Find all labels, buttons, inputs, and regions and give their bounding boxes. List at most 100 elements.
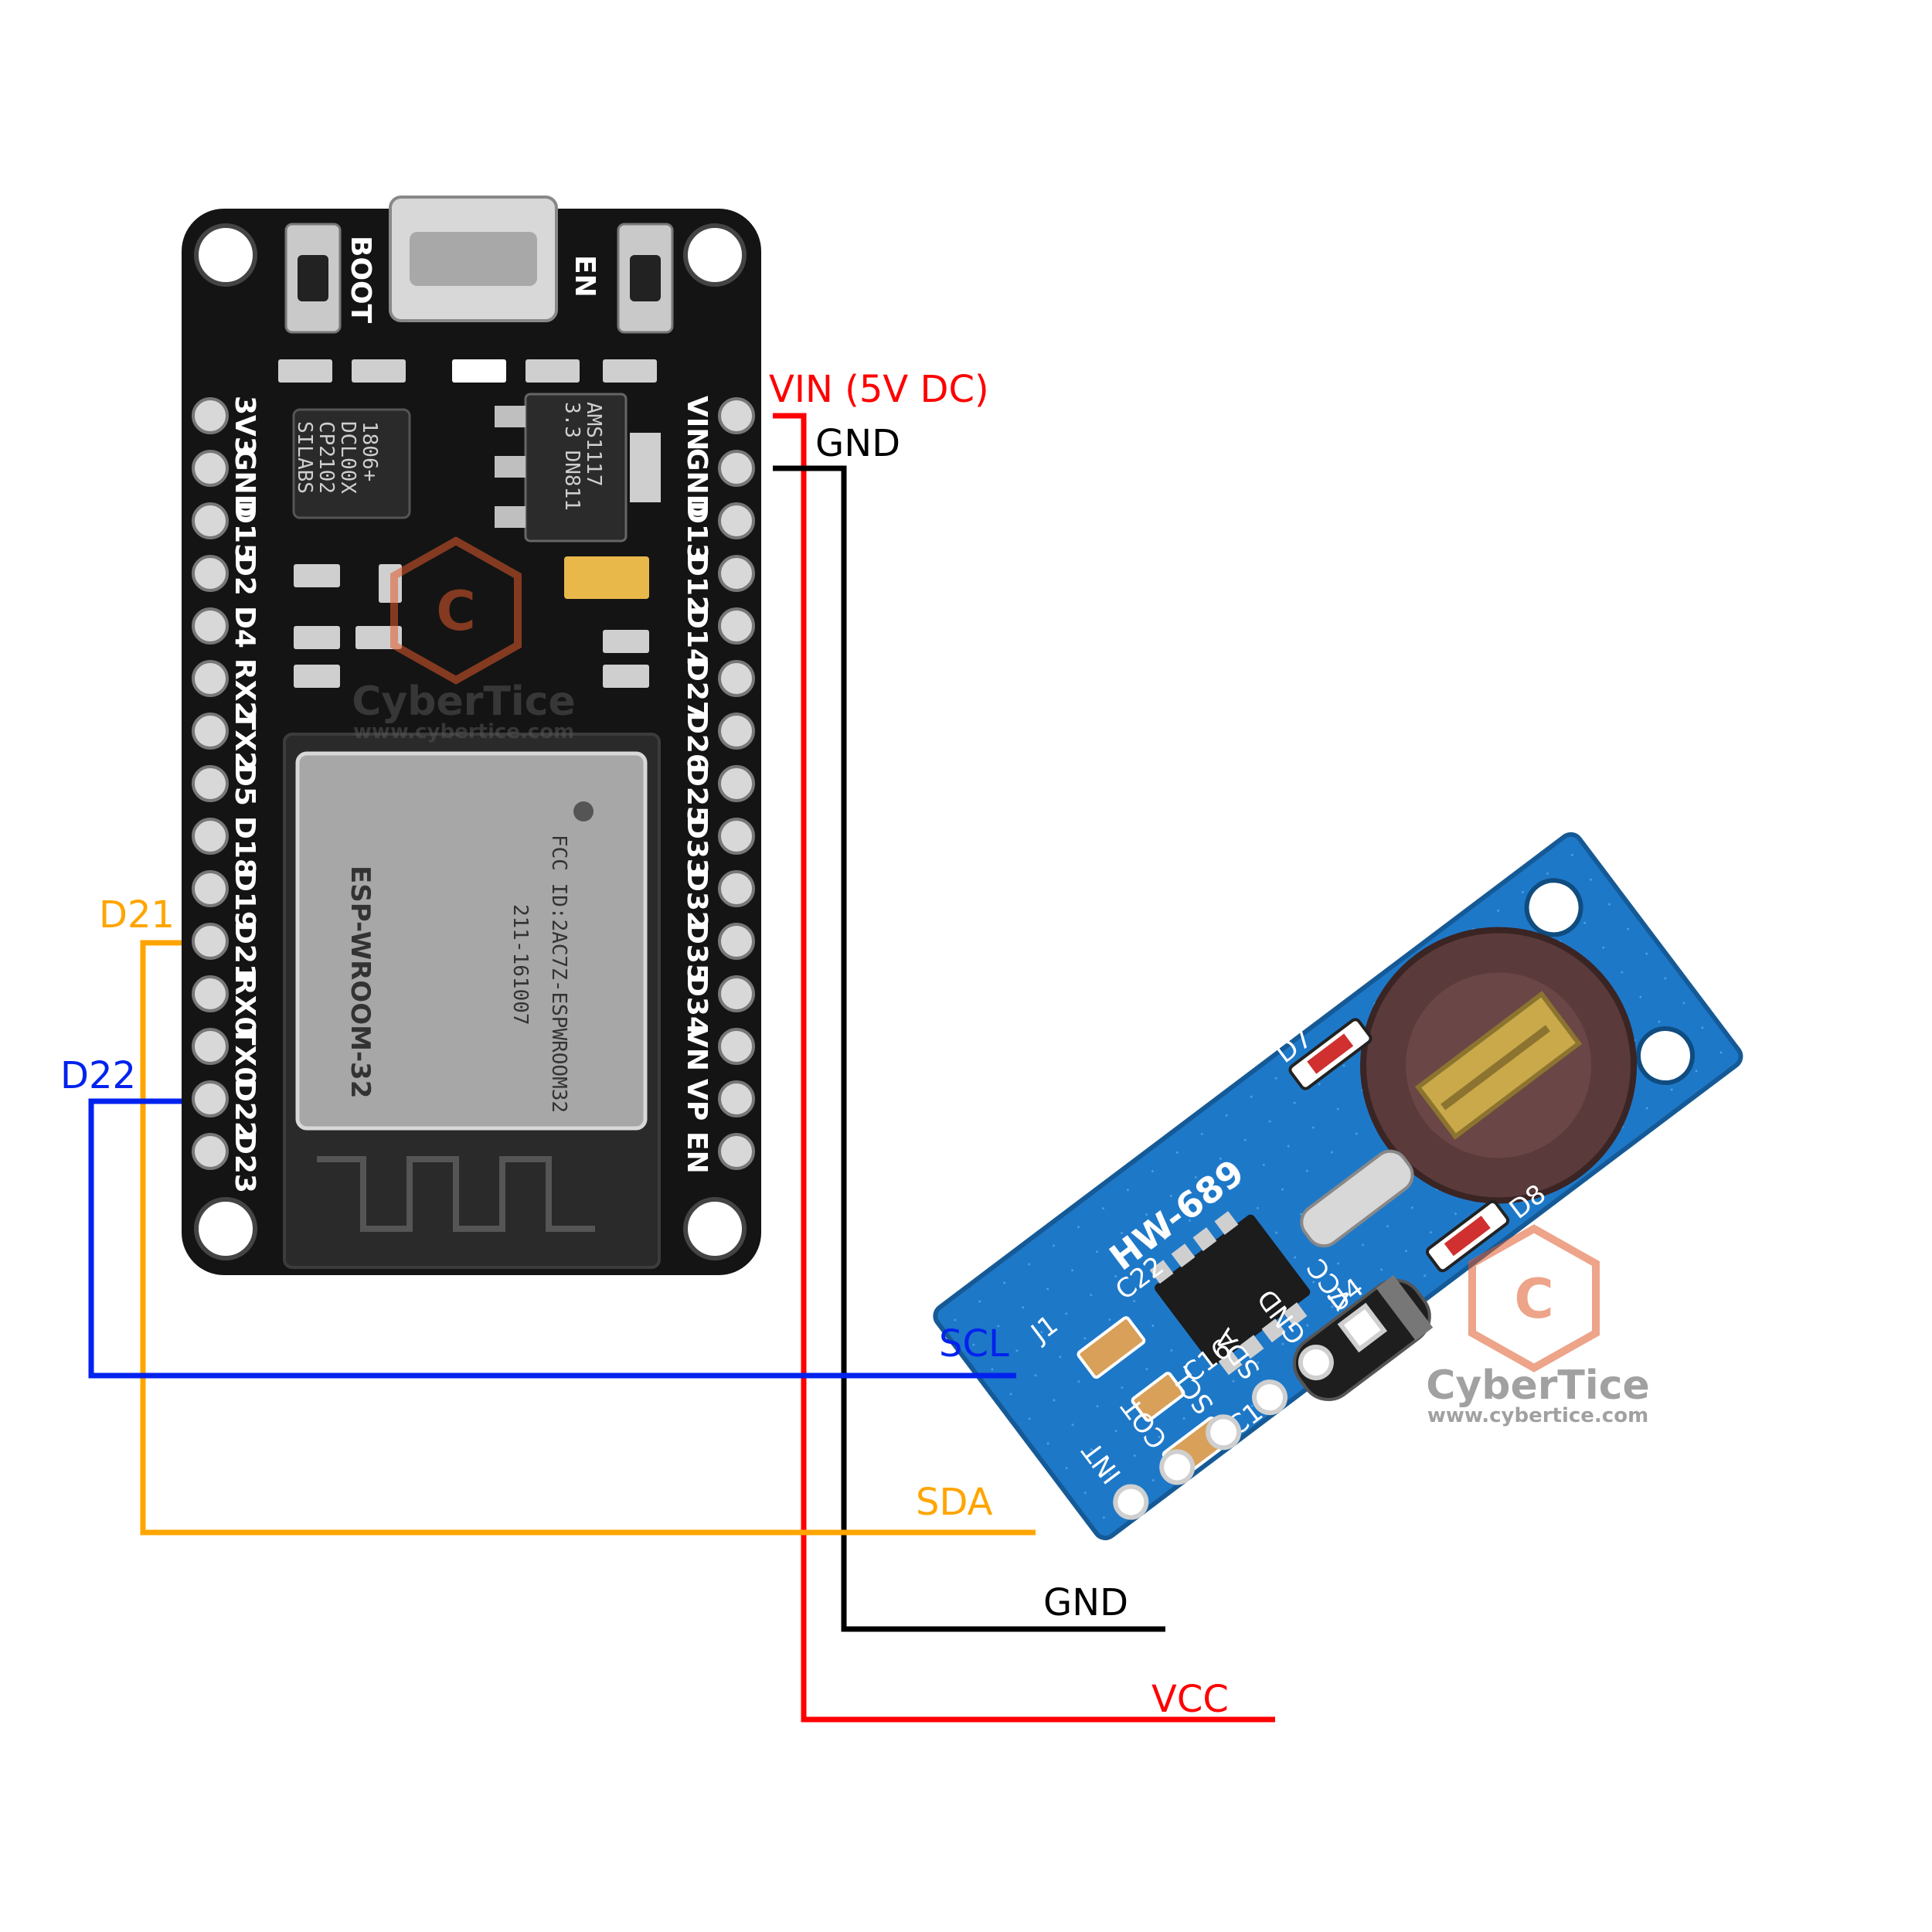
esp32-pin-d26: D26 (681, 711, 755, 773)
esp32-pin-d33: D33 (681, 816, 755, 878)
esp32-pin-d34: D34 (681, 974, 755, 1036)
esp32-pin-label: D34 (681, 974, 713, 1036)
esp32-pin-label: D14 (681, 606, 713, 668)
esp32-pin-label: D18 (229, 816, 260, 878)
esp32-pin-label: RX2 (229, 658, 260, 721)
esp32-pin-label: D35 (681, 921, 713, 983)
esp32-pin-label: D22 (229, 1079, 260, 1141)
en-label: EN (569, 255, 600, 298)
wires (88, 413, 1275, 1723)
wire-vcc (773, 413, 1275, 1723)
esp32-pin-label: RX0 (229, 974, 260, 1036)
esp32-pin-label: D5 (229, 764, 260, 806)
wire-gnd (773, 465, 1165, 1632)
esp32-pin-label: D4 (229, 606, 260, 648)
ams1117-regulator: AMS1117 3.3 DN811 (495, 393, 661, 543)
esp32-pin-label: D12 (681, 553, 713, 615)
esp32-pin-label: D26 (681, 711, 713, 773)
esp32-pin-d19: D19 (192, 869, 260, 930)
sda-label: SDA (916, 1481, 993, 1524)
cp2102-chip: 1806+ DCL00X CP2102 SILABS (292, 408, 411, 519)
esp32-pin-d4: D4 (192, 606, 260, 648)
watermark-cybertice: C CyberTice www.cybertice.com (352, 536, 576, 743)
crystal (1300, 1149, 1414, 1248)
esp32-pin-label: TX0 (229, 1026, 260, 1086)
esp32-pin-label: D25 (681, 764, 713, 825)
esp32-pin-d5: D5 (192, 764, 260, 806)
esp32-pin-label: D27 (681, 658, 713, 720)
esp32-pin-rx0: RX0 (192, 974, 260, 1036)
d22-label: D22 (60, 1054, 136, 1097)
esp32-pin-d32: D32 (681, 869, 755, 930)
d21-label: D21 (99, 893, 175, 937)
esp32-pin-tx0: TX0 (192, 1026, 260, 1086)
esp32-pin-label: D21 (229, 921, 260, 983)
watermark-cybertice-2: C CyberTice www.cybertice.com (1426, 1224, 1650, 1427)
mount-hole (683, 1197, 747, 1260)
svg-text:1806+ DCL00X C: 1806+ DCL00X CP2102 SILABS (293, 421, 381, 506)
svg-text:C: C (1514, 1267, 1553, 1331)
esp32-pin-gnd: GND (192, 448, 260, 518)
esp32-pin-d12: D12 (681, 553, 755, 615)
ds3231-rtc-module: HW-689 J1 C22 C16 C10 U4 D7 D8 INTCOTSCL… (933, 832, 1743, 1541)
mount-hole (683, 223, 747, 287)
esp32-pin-vp: VP (681, 1079, 755, 1121)
esp32-pin-d35: D35 (681, 921, 755, 983)
mount-hole (1636, 1026, 1696, 1086)
esp32-pin-label: D33 (681, 816, 713, 878)
svg-text:CyberTice: CyberTice (352, 679, 576, 725)
esp32-pin-label: D15 (229, 501, 260, 563)
esp32-left-header: 3V3GNDD15D2D4RX2TX2D5D18D19D21RX0TX0D22D… (192, 396, 260, 1193)
esp32-pin-label: EN (681, 1131, 713, 1174)
cap-c22 (1077, 1316, 1146, 1379)
svg-text:211-161007: 211-161007 (509, 904, 532, 1026)
mount-hole (194, 1197, 257, 1260)
cap-c16 (1131, 1372, 1185, 1422)
vin-label: VIN (5V DC) (769, 368, 989, 411)
esp32-pin-label: D2 (229, 553, 260, 596)
esp32-pin-label: D23 (229, 1131, 260, 1193)
svg-text:FCC ID:2AC7Z-ESPWROOM32: FCC ID:2AC7Z-ESPWROOM32 (547, 835, 570, 1113)
esp32-pin-d22: D22 (192, 1079, 260, 1141)
esp32-pin-d27: D27 (681, 658, 755, 720)
esp32-pin-vin: VIN (681, 396, 755, 451)
esp32-pin-gnd: GND (681, 448, 755, 518)
svg-text:www.cybertice.com: www.cybertice.com (353, 720, 574, 743)
rtc-chip-u4 (1149, 1211, 1311, 1376)
coin-cell-holder (1360, 927, 1638, 1204)
svg-text:C: C (436, 580, 475, 643)
esp32-devkit-board: BOOT EN 1806+ DCL00X CP2102 SILABS (182, 196, 761, 1275)
wire-sda (140, 940, 1036, 1536)
esp32-pin-label: D19 (229, 869, 260, 930)
esp32-pin-label: D32 (681, 869, 713, 930)
esp32-pin-rx2: RX2 (192, 658, 260, 721)
pcb-antenna (317, 1156, 595, 1232)
esp32-pin-d18: D18 (192, 816, 260, 878)
gnd-top-label: GND (815, 422, 900, 465)
esp32-pin-3v3: 3V3 (192, 396, 260, 456)
esp32-pin-label: VN (681, 1026, 713, 1071)
svg-text:www.cybertice.com: www.cybertice.com (1427, 1404, 1648, 1427)
esp32-pin-d21: D21 (192, 921, 260, 983)
svg-text:AMS1117 3.3 DN811: AMS1117 3.3 DN811 (560, 402, 605, 511)
boot-button: BOOT (284, 223, 376, 334)
usb-socket (410, 232, 537, 286)
esp32-pin-label: GND (681, 448, 713, 518)
esp32-pin-label: TX2 (229, 711, 260, 770)
esp32-pin-label: VP (681, 1079, 713, 1121)
esp32-pin-label: VIN (681, 396, 713, 451)
scl-label: SCL (939, 1322, 1009, 1366)
mount-hole (1524, 878, 1583, 937)
en-button: EN (569, 223, 674, 334)
esp32-pin-d25: D25 (681, 764, 755, 825)
esp32-pin-d2: D2 (192, 553, 260, 596)
wire-scl (88, 1098, 1016, 1379)
esp32-pin-label: D13 (681, 501, 713, 563)
esp32-pin-d13: D13 (681, 501, 755, 563)
smd-components (278, 359, 657, 688)
rf-shield (295, 751, 648, 1131)
svg-text:CyberTice: CyberTice (1426, 1362, 1650, 1409)
esp32-pin-en: EN (681, 1131, 755, 1174)
